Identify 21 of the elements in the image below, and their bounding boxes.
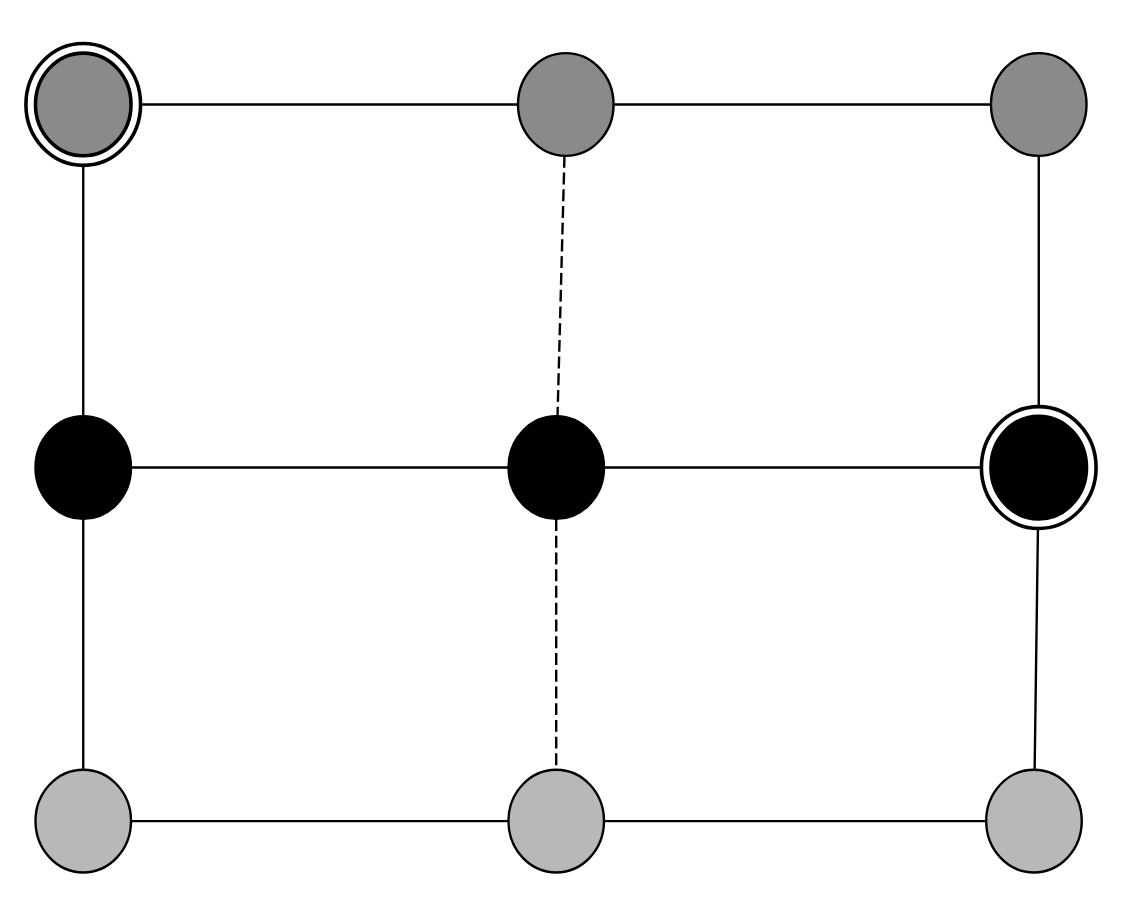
connector [556, 154, 566, 415]
node-circle [507, 414, 606, 520]
connector [604, 818, 987, 822]
node-circle [24, 40, 143, 167]
node-circle [985, 767, 1083, 873]
node-circle [516, 50, 615, 157]
connector [555, 518, 558, 769]
connector [1033, 528, 1040, 769]
node-circle [989, 50, 1088, 157]
connector [82, 165, 85, 415]
node-circle [34, 414, 133, 520]
connector [131, 818, 509, 822]
connector [604, 465, 982, 468]
connector [82, 518, 85, 769]
node-circle [979, 403, 1098, 530]
node-circle [507, 767, 606, 873]
connector [1037, 154, 1040, 406]
connector [131, 465, 509, 468]
connector [613, 102, 991, 105]
connector [140, 102, 518, 105]
node-circle [34, 767, 133, 873]
